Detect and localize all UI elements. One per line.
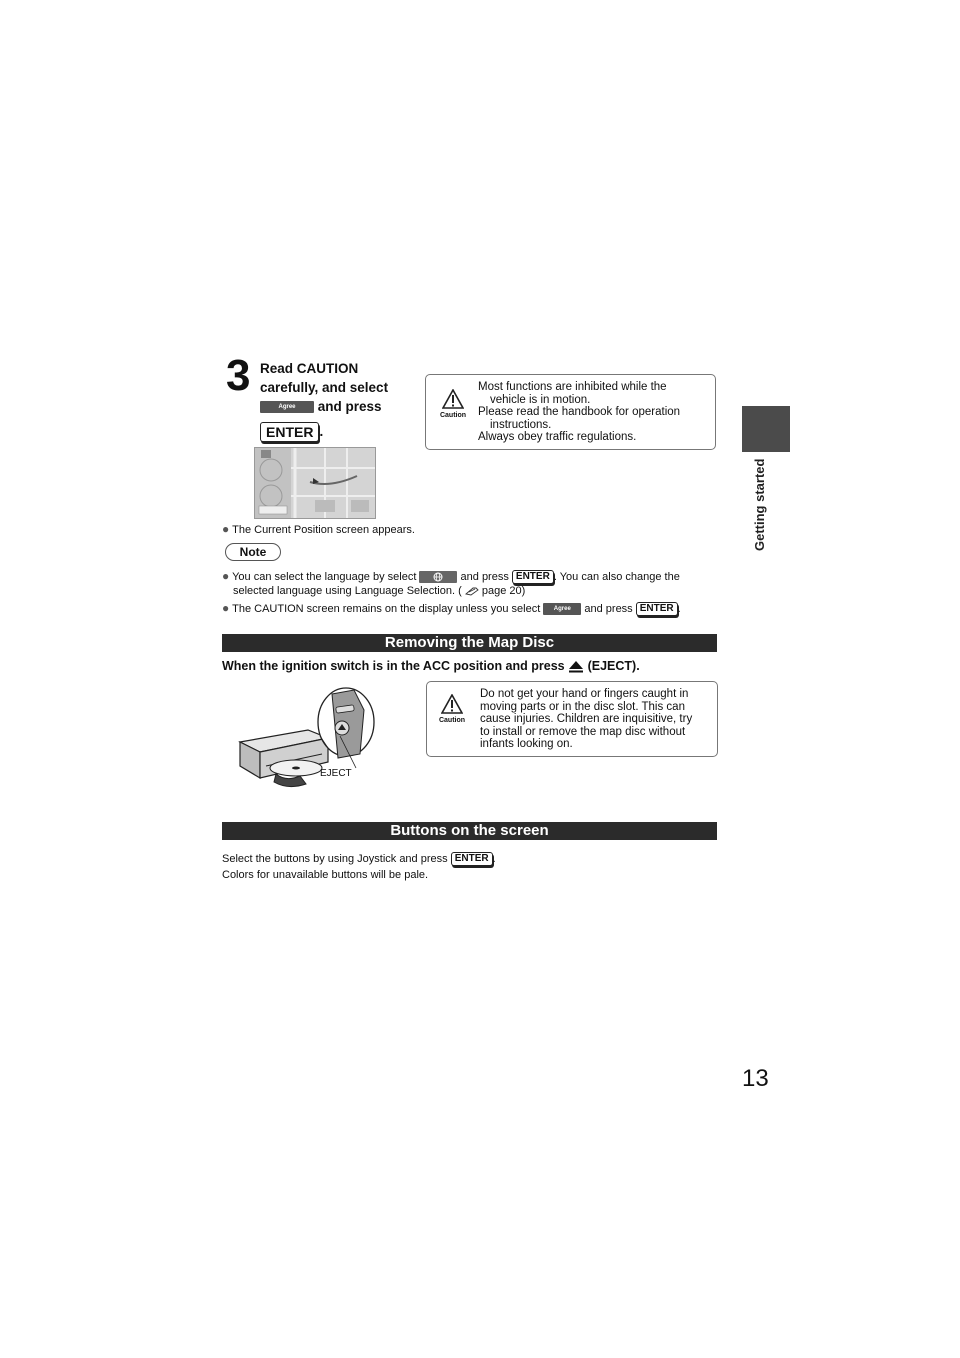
section-tab-label: Getting started [752, 458, 767, 552]
current-position-map-image [254, 447, 376, 519]
section-header-removing-map-disc: Removing the Map Disc [222, 634, 717, 652]
page-number: 13 [742, 1065, 769, 1092]
step-line-2: carefully, and select [260, 380, 389, 395]
language-button-icon [419, 571, 458, 584]
caution-text: Most functions are inhibited while the v… [478, 381, 680, 444]
note-label: Note [225, 543, 281, 561]
step-instruction: Read CAUTION carefully, and select Agree… [260, 359, 410, 443]
eject-instruction-text: (EJECT). [587, 659, 640, 673]
caution-icon: Caution [436, 388, 470, 419]
step-period: . [319, 424, 324, 439]
buttons-instruction-text: Select the buttons by using Joystick and… [222, 852, 448, 865]
step-number: 3 [226, 351, 251, 400]
page-reference-icon [464, 587, 479, 596]
section-tab-marker [742, 406, 790, 452]
caution-text: Do not get your hand or fingers caught i… [480, 688, 692, 751]
buttons-instruction: Select the buttons by using Joystick and… [222, 852, 496, 866]
note-text: . [677, 603, 681, 615]
caution-line: infants looking on. [480, 738, 573, 750]
result-bullet: ● The Current Position screen appears. [222, 522, 415, 536]
note-text: selected language using Language Selecti… [233, 585, 462, 598]
eject-icon [569, 661, 584, 673]
note-bullet-language: ● You can select the language by select … [222, 569, 680, 598]
eject-instruction: When the ignition switch is in the ACC p… [222, 659, 640, 673]
eject-instruction-text: When the ignition switch is in the ACC p… [222, 659, 565, 673]
result-bullet-text: The Current Position screen appears. [232, 524, 415, 536]
caution-line: to install or remove the map disc withou… [480, 725, 686, 738]
disc-drive-illustration [236, 686, 386, 790]
enter-key-icon: ENTER [511, 570, 554, 585]
note-text: . You can also change the [553, 571, 680, 583]
note-text: and press [460, 571, 509, 583]
caution-box-motion: Caution Most functions are inhibited whi… [425, 374, 716, 450]
agree-button-icon: Agree [260, 401, 314, 414]
caution-line: Always obey traffic regulations. [478, 431, 637, 443]
step-line-1: Read CAUTION [260, 361, 359, 376]
caution-line: cause injuries. Children are inquisitive… [480, 713, 693, 725]
enter-key-icon: ENTER [450, 852, 493, 866]
note-bullet-caution-screen: ● The CAUTION screen remains on the disp… [222, 601, 681, 617]
caution-icon: Caution [435, 693, 469, 724]
step-and-press: and press [317, 399, 382, 414]
caution-line: vehicle is in motion. [490, 393, 591, 406]
note-text: You can select the language by select [232, 571, 417, 583]
agree-button-icon: Agree [543, 603, 582, 616]
note-text: page 20) [481, 585, 526, 598]
caution-icon-label: Caution [439, 412, 467, 419]
enter-key-icon: ENTER [260, 422, 320, 443]
caution-icon-label: Caution [438, 717, 466, 724]
caution-line: Most functions are inhibited while the [478, 381, 667, 393]
note-text: The CAUTION screen remains on the displa… [232, 603, 541, 615]
caution-line: instructions. [490, 418, 552, 431]
eject-callout-label: EJECT [320, 768, 352, 779]
caution-box-fingers: Caution Do not get your hand or fingers … [426, 681, 718, 757]
caution-line: Do not get your hand or fingers caught i… [480, 688, 689, 700]
caution-line: moving parts or in the disc slot. This c… [480, 700, 685, 713]
enter-key-icon: ENTER [635, 602, 678, 617]
buttons-pale-note: Colors for unavailable buttons will be p… [222, 869, 429, 881]
caution-line: Please read the handbook for operation [478, 406, 681, 418]
section-header-buttons-on-screen: Buttons on the screen [222, 822, 717, 840]
note-text: and press [584, 603, 633, 615]
buttons-instruction-text: . [492, 852, 496, 865]
